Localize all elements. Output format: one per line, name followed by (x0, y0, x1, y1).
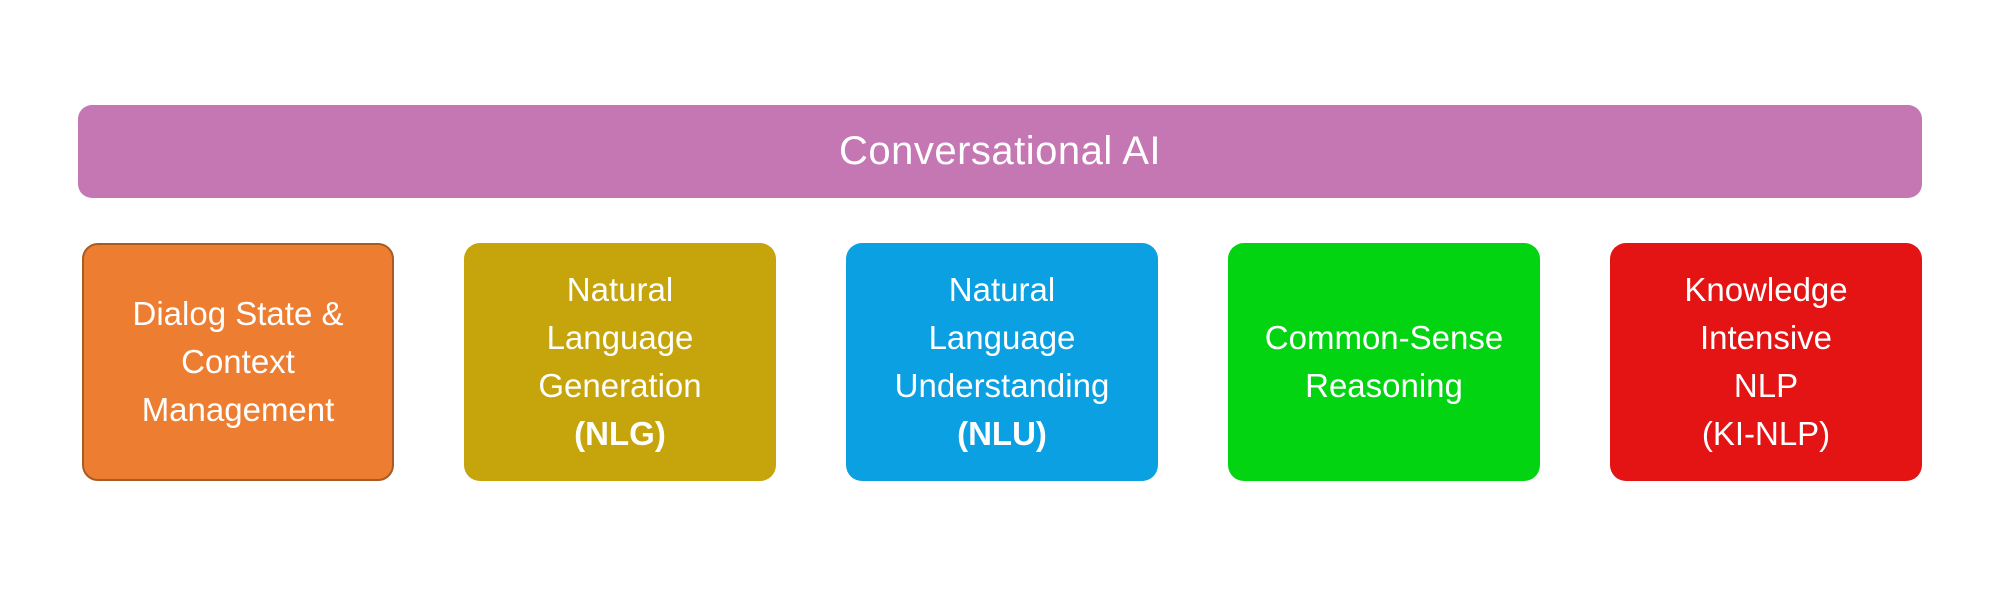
conversational-ai-title-label: Conversational AI (838, 129, 1161, 173)
box-label-acronym: (NLU) (957, 415, 1047, 452)
box-common-sense-reasoning: Common-Sense Reasoning (1228, 243, 1540, 481)
box-knowledge-intensive-nlp: Knowledge Intensive NLP (KI-NLP) (1610, 243, 1922, 481)
box-label-line: Context (181, 343, 295, 380)
box-label-line: Intensive (1699, 319, 1833, 356)
box-dialog-state-context-management: Dialog State & Context Management (82, 243, 394, 481)
box-natural-language-understanding: Natural Language Understanding (NLU) (846, 243, 1158, 481)
box-label-line: NLP (1733, 367, 1799, 404)
box-label-line: Dialog State & (132, 295, 344, 332)
box-label-line: Natural (948, 271, 1056, 308)
box-label-line: Understanding (894, 367, 1110, 404)
box-label-line: Common-Sense (1264, 319, 1504, 356)
conversational-ai-title-bar: Conversational AI (78, 105, 1922, 198)
box-label-line: Knowledge (1684, 271, 1848, 308)
box-label-line: Language (928, 319, 1076, 356)
box-label-line: Reasoning (1305, 367, 1463, 404)
box-label-line: Natural (566, 271, 674, 308)
box-label-line: (KI-NLP) (1701, 415, 1831, 452)
box-label-acronym: (NLG) (574, 415, 666, 452)
box-label-line: Management (141, 391, 335, 428)
box-label-line: Generation (538, 367, 702, 404)
capability-box-row: Dialog State & Context Management Natura… (82, 243, 1922, 481)
box-natural-language-generation: Natural Language Generation (NLG) (464, 243, 776, 481)
box-label-line: Language (546, 319, 694, 356)
